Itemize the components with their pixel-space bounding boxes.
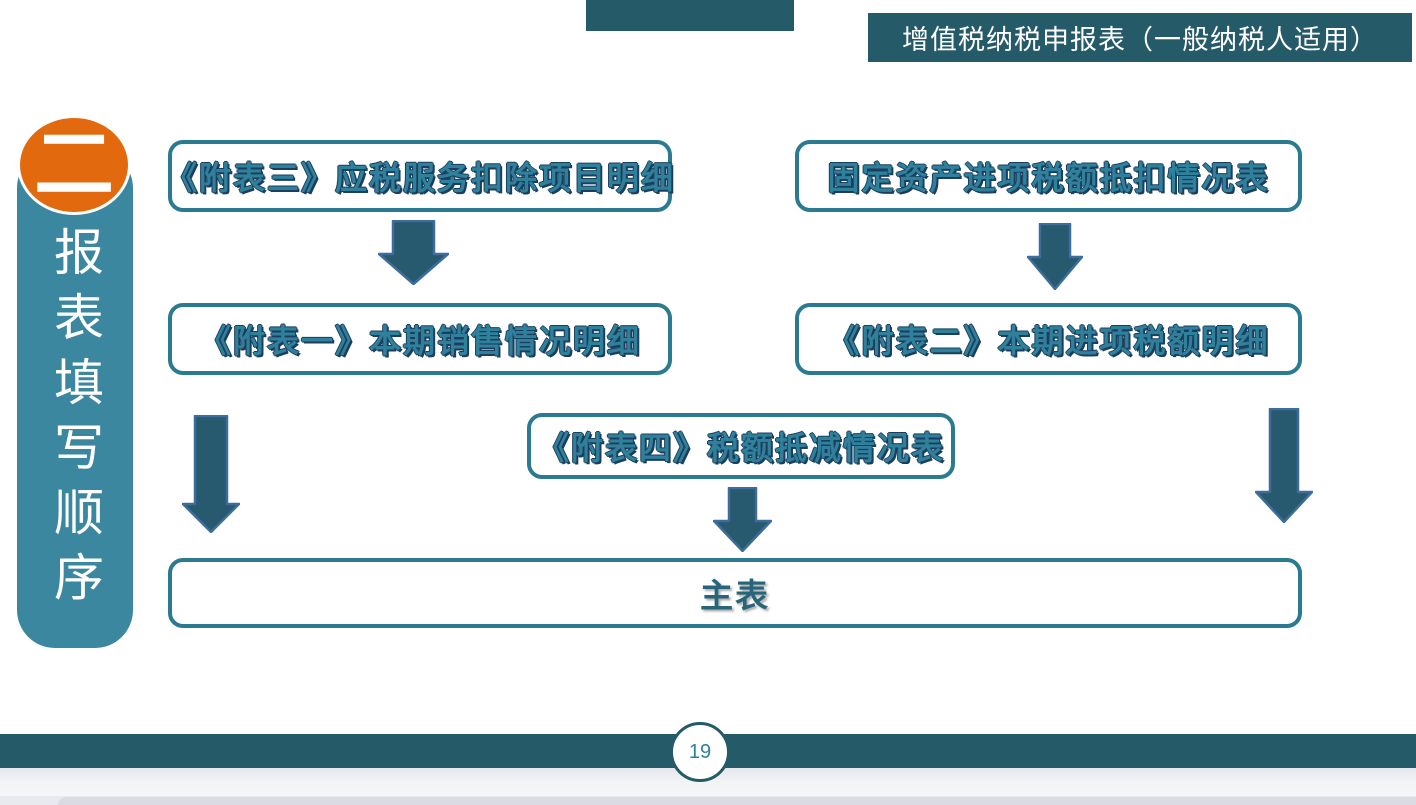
flow-box-fixed-assets: 固定资产进项税额抵扣情况表	[795, 140, 1302, 212]
flow-box-label: 《附表三》应税服务扣除项目明细	[165, 160, 676, 196]
flow-box-label: 《附表四》税额抵减情况表	[536, 430, 945, 466]
top-decoration-bar	[586, 0, 794, 31]
section-number-badge: 二	[17, 115, 131, 215]
flow-box-label: 《附表一》本期销售情况明细	[198, 323, 641, 359]
down-arrow-icon	[1255, 408, 1313, 523]
page-number: 19	[688, 740, 712, 763]
slide-title-banner: 增值税纳税申报表（一般纳税人适用）	[868, 13, 1412, 62]
down-arrow-icon	[1027, 223, 1083, 290]
flow-box-main-table: 主表	[168, 558, 1302, 628]
flow-box-label: 固定资产进项税额抵扣情况表	[827, 160, 1270, 196]
down-arrow-icon	[182, 415, 240, 533]
flow-box-appendix1: 《附表一》本期销售情况明细	[168, 303, 672, 375]
down-arrow-icon	[713, 487, 772, 552]
flow-box-label: 《附表二》本期进项税额明细	[827, 323, 1270, 359]
flow-box-appendix3: 《附表三》应税服务扣除项目明细	[165, 140, 676, 212]
bottom-ui-strip	[0, 796, 1416, 805]
flow-box-label: 主表	[700, 577, 770, 614]
slide-title: 增值税纳税申报表（一般纳税人适用）	[902, 25, 1378, 55]
section-tab: 报表填写顺序	[17, 150, 133, 648]
flow-box-appendix2: 《附表二》本期进项税额明细	[795, 303, 1302, 375]
down-arrow-icon	[378, 220, 449, 285]
page-number-badge: 19	[670, 722, 730, 782]
bottom-ui-panel	[58, 797, 1416, 805]
section-tab-label: 报表填写顺序	[47, 226, 103, 616]
section-number: 二	[34, 120, 114, 209]
flow-box-appendix4: 《附表四》税额抵减情况表	[527, 413, 955, 479]
